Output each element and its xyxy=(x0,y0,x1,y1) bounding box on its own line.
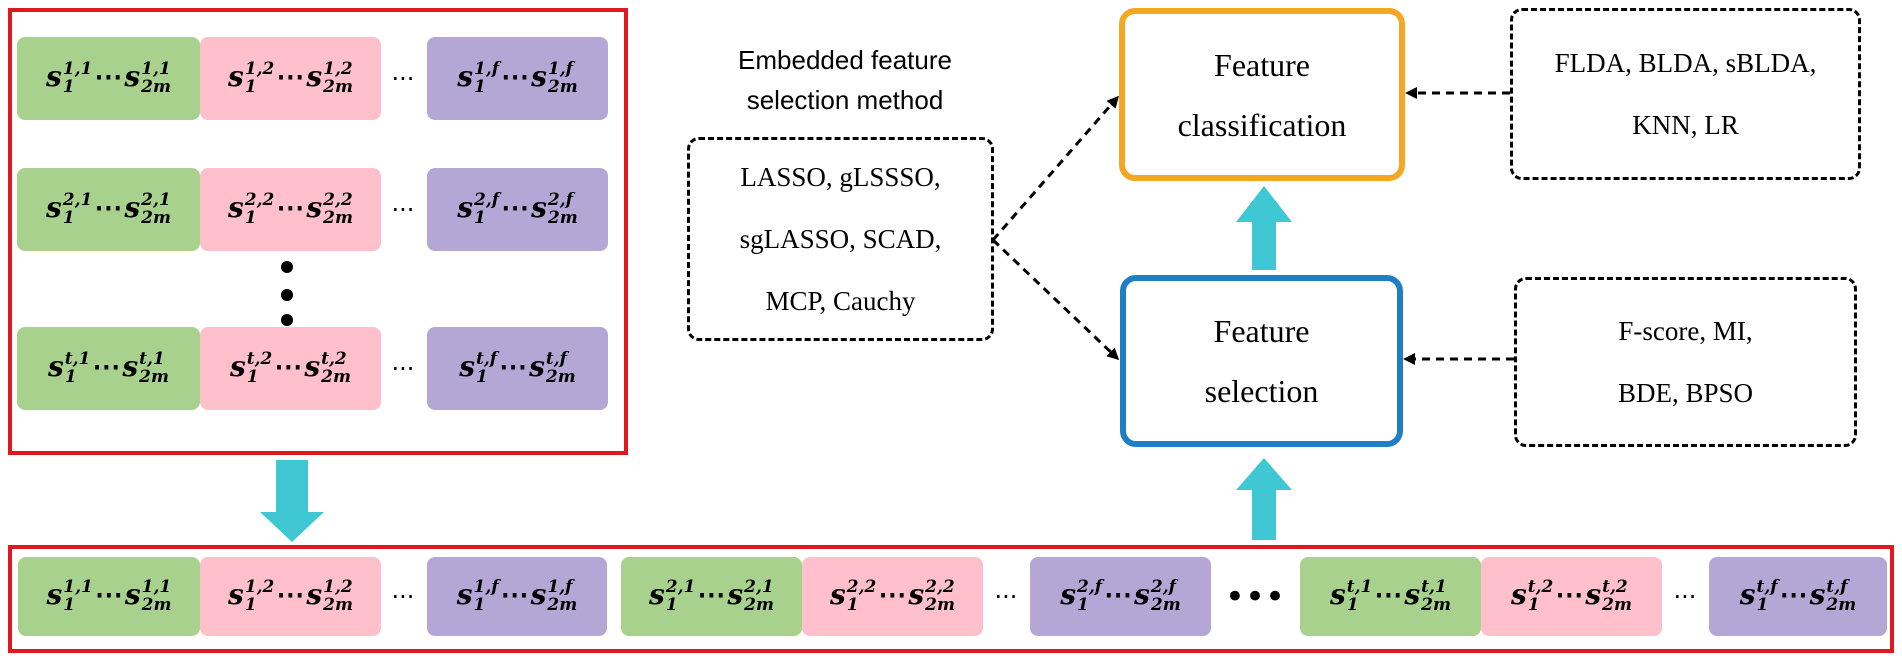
down-arrow-matrix-to-vector xyxy=(260,460,324,542)
classifiers-box: FLDA, BLDA, sBLDA, KNN, LR xyxy=(1510,8,1861,180)
embedded-method-caption: Embedded feature selection method xyxy=(680,40,1010,120)
up-arrow-selection-to-classification xyxy=(1236,186,1292,270)
feature-vector-frame xyxy=(8,545,1894,653)
classifiers-line-1: FLDA, BLDA, sBLDA, xyxy=(1554,48,1817,78)
horizontal-ellipsis: ··· xyxy=(1673,582,1697,611)
classification-line-1: Feature xyxy=(1214,46,1310,83)
horizontal-ellipsis: ··· xyxy=(994,582,1018,611)
embedded-methods-box: LASSO, gLSSSO, sgLASSO, SCAD, MCP, Cauch… xyxy=(687,137,994,341)
feature-selection-box: Feature selection xyxy=(1120,275,1403,447)
embedded-caption-line-2: selection method xyxy=(746,85,944,115)
selectors-line-2: BDE, BPSO xyxy=(1617,378,1754,408)
horizontal-ellipsis: ··· xyxy=(391,64,415,93)
feature-classification-box: Feature classification xyxy=(1119,8,1405,181)
up-arrow-vector-to-selection xyxy=(1236,458,1292,540)
arrow-embedded-to-selection xyxy=(991,238,1120,361)
group-ellipsis: ••• xyxy=(1224,576,1286,617)
embedded-methods-line-2: sgLASSO, SCAD, xyxy=(739,224,942,254)
horizontal-ellipsis: ··· xyxy=(391,582,415,611)
selection-line-1: Feature xyxy=(1213,313,1310,349)
embedded-methods-line-3: MCP, Cauchy xyxy=(765,286,916,316)
embedded-caption-line-1: Embedded feature xyxy=(738,45,952,75)
selectors-box: F-score, MI, BDE, BPSO xyxy=(1514,277,1857,447)
classifiers-line-2: KNN, LR xyxy=(1632,110,1739,140)
horizontal-ellipsis: ··· xyxy=(391,354,415,383)
arrow-embedded-to-classification xyxy=(991,95,1119,241)
embedded-methods-line-1: LASSO, gLSSSO, xyxy=(740,162,941,192)
feature-matrix-frame xyxy=(8,8,628,455)
classification-line-2: classification xyxy=(1177,106,1347,143)
selection-line-2: selection xyxy=(1204,373,1319,409)
horizontal-ellipsis: ··· xyxy=(391,195,415,224)
selectors-line-1: F-score, MI, xyxy=(1618,316,1753,346)
